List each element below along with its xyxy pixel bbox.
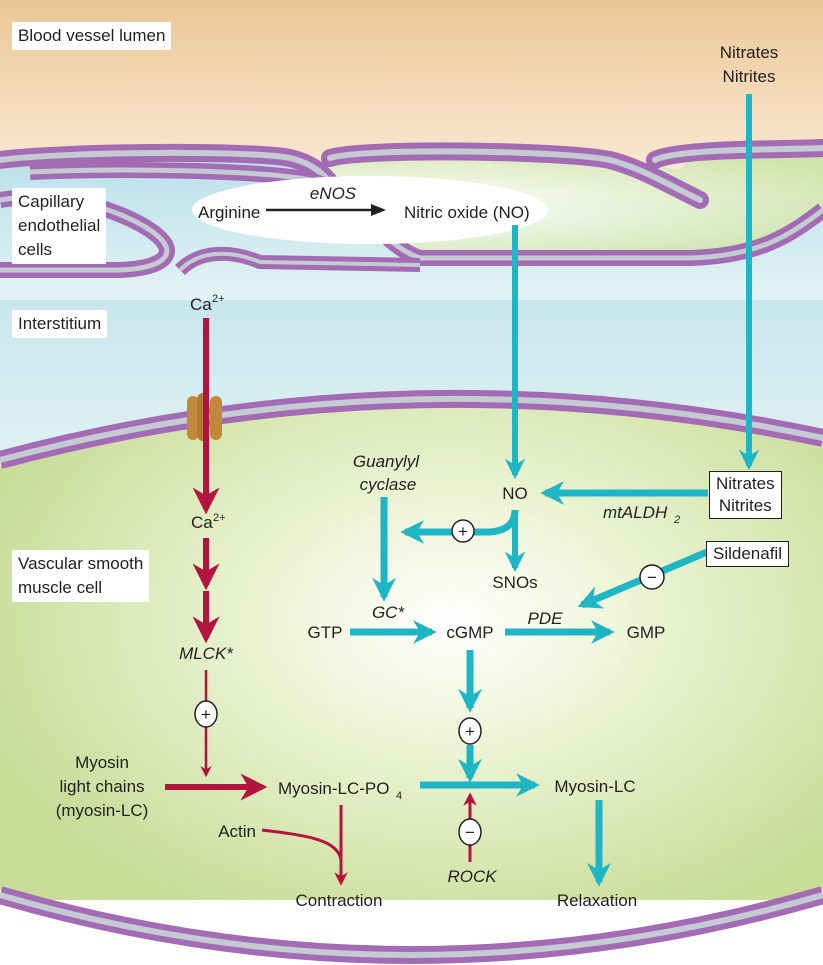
modifier-plus-mlck: + xyxy=(194,700,218,728)
ca-outside-label: Ca 2+ xyxy=(190,293,225,314)
external-nitrates-label: Nitrates xyxy=(720,43,779,62)
actin-label: Actin xyxy=(218,822,256,841)
gmp-label: GMP xyxy=(627,623,666,642)
svg-text:4: 4 xyxy=(396,790,402,802)
svg-text:+: + xyxy=(201,705,211,724)
rock-label: ROCK xyxy=(447,867,497,886)
modifier-minus-sildenafil: − xyxy=(639,564,665,590)
modifier-plus-cgmp: + xyxy=(458,717,482,745)
mlck-label: MLCK* xyxy=(179,644,234,663)
gc-active-label: GC* xyxy=(372,603,406,622)
mtaldh-label: mtALDH 2 xyxy=(603,503,680,526)
interstitium-label: Interstitium xyxy=(12,310,108,338)
nitric-oxide-pathway xyxy=(350,94,760,887)
cgmp-label: cGMP xyxy=(446,623,493,642)
svg-text:Ca: Ca xyxy=(190,295,212,314)
myosin-lc-label: Myosin-LC xyxy=(554,777,635,796)
svg-text:−: − xyxy=(647,568,657,587)
svg-text:2+: 2+ xyxy=(213,512,226,524)
no-label: NO xyxy=(502,484,528,503)
myosin-source-line2: light chains xyxy=(59,777,144,796)
svg-text:+: + xyxy=(458,522,468,541)
relaxation-label: Relaxation xyxy=(557,891,637,910)
svg-text:mtALDH: mtALDH xyxy=(603,503,668,522)
arginine-label: Arginine xyxy=(198,203,260,222)
svg-text:−: − xyxy=(465,823,475,842)
myosin-source-line3: (myosin-LC) xyxy=(56,801,149,820)
enos-label: eNOS xyxy=(310,184,357,203)
gtp-label: GTP xyxy=(308,623,343,642)
myosin-source-line1: Myosin xyxy=(75,753,129,772)
modifier-plus-no: + xyxy=(451,519,475,543)
sildenafil-box: Sildenafil xyxy=(706,541,789,567)
external-nitrites-label: Nitrites xyxy=(723,67,776,86)
contraction-label: Contraction xyxy=(296,891,383,910)
lumen-label: Blood vessel lumen xyxy=(12,22,172,50)
modifier-minus-rock: − xyxy=(458,818,482,846)
guanylyl-label-1: Guanylyl xyxy=(353,452,420,471)
nitric-oxide-label: Nitric oxide (NO) xyxy=(404,203,530,222)
ca-inside-label: Ca 2+ xyxy=(191,512,226,532)
myosin-lc-po4-label: Myosin-LC-PO 4 xyxy=(278,779,402,802)
svg-text:Ca: Ca xyxy=(191,513,213,532)
svg-text:2+: 2+ xyxy=(212,293,225,305)
svg-text:+: + xyxy=(465,722,475,741)
svg-text:2: 2 xyxy=(673,514,680,526)
snos-label: SNOs xyxy=(492,573,537,592)
svg-text:Myosin-LC-PO: Myosin-LC-PO xyxy=(278,779,389,798)
guanylyl-label-2: cyclase xyxy=(360,475,417,494)
pde-label: PDE xyxy=(528,609,564,628)
